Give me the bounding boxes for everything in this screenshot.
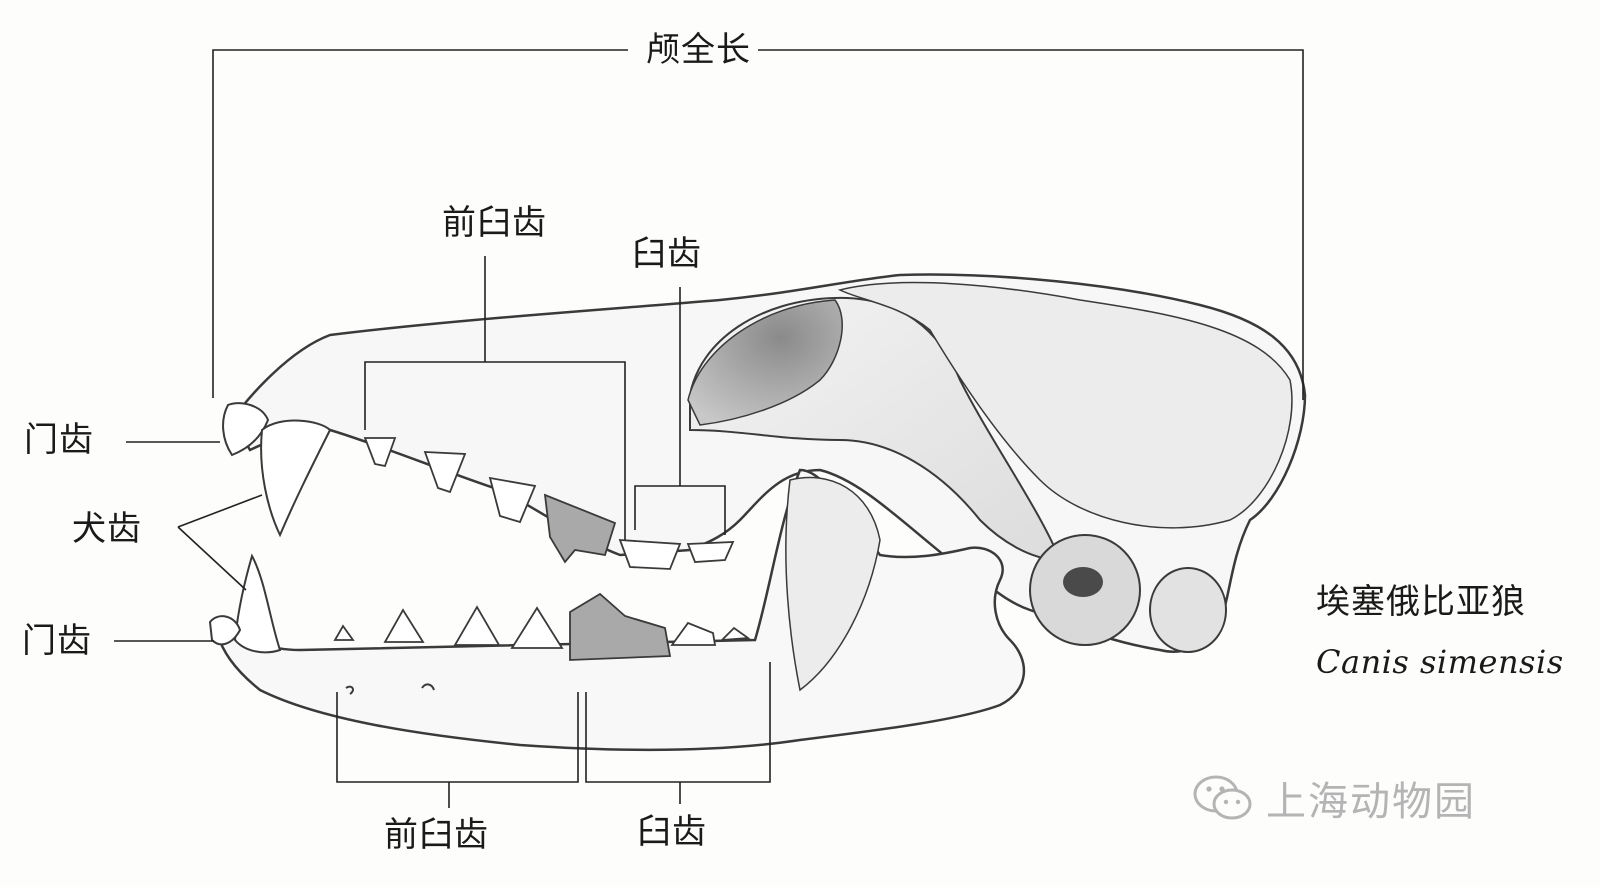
temporal-fossa bbox=[687, 299, 843, 426]
lower-incisors-label: 门齿 bbox=[22, 621, 92, 661]
skull-length-label: 颅全长 bbox=[646, 30, 751, 70]
upper-premolars-label: 前臼齿 bbox=[442, 203, 547, 243]
upper-premolar-bracket bbox=[364, 256, 626, 540]
ear-canal bbox=[1063, 567, 1103, 597]
lower-premolar-tooth bbox=[383, 608, 425, 643]
upper-premolar-tooth bbox=[363, 437, 397, 468]
upper-incisors-label: 门齿 bbox=[24, 420, 94, 460]
braincase bbox=[837, 281, 1293, 529]
upper-molars-label: 臼齿 bbox=[632, 234, 702, 274]
lower-canine-tooth bbox=[233, 553, 282, 654]
species-chinese-name: 埃塞俄比亚狼 bbox=[1316, 582, 1526, 622]
canine-leader-lower bbox=[177, 526, 247, 591]
lower-molar-tooth bbox=[670, 621, 717, 646]
upper-molar-bracket bbox=[634, 287, 726, 535]
upper-premolar-tooth bbox=[423, 451, 467, 494]
lower-carnassial-tooth bbox=[569, 592, 672, 661]
lower-premolar-tooth bbox=[510, 606, 564, 649]
lower-incisor-tooth bbox=[208, 615, 242, 646]
occipital-condyle bbox=[1149, 567, 1227, 653]
skull-length-bracket bbox=[212, 49, 1304, 400]
species-latin-name: Canis simensis bbox=[1316, 643, 1564, 681]
upper-premolar-tooth bbox=[488, 476, 537, 524]
upper-canine-tooth bbox=[260, 419, 332, 538]
lower-molar-bracket bbox=[585, 662, 771, 804]
lower-premolar-bracket bbox=[336, 692, 579, 808]
lower-premolars-label: 前臼齿 bbox=[384, 815, 489, 855]
mental-foramen-2 bbox=[421, 683, 435, 691]
lower-molar-tooth bbox=[719, 626, 751, 642]
upper-molar-tooth bbox=[686, 541, 735, 563]
lower-premolar-tooth bbox=[453, 605, 501, 646]
canines-label: 犬齿 bbox=[72, 509, 142, 549]
watermark: 上海动物园 bbox=[1192, 770, 1476, 826]
upper-incisor-tooth bbox=[222, 402, 270, 457]
watermark-text: 上海动物园 bbox=[1266, 779, 1476, 825]
upper-carnassial-tooth bbox=[543, 493, 617, 564]
mental-foramen-1 bbox=[345, 685, 354, 695]
wechat-icon bbox=[1193, 775, 1252, 820]
coronoid-process bbox=[785, 476, 881, 692]
lower-premolar-tooth bbox=[333, 624, 355, 641]
upper-molar-tooth bbox=[618, 539, 682, 570]
canine-leader-upper bbox=[177, 494, 263, 528]
lower-molars-label: 臼齿 bbox=[637, 812, 707, 852]
